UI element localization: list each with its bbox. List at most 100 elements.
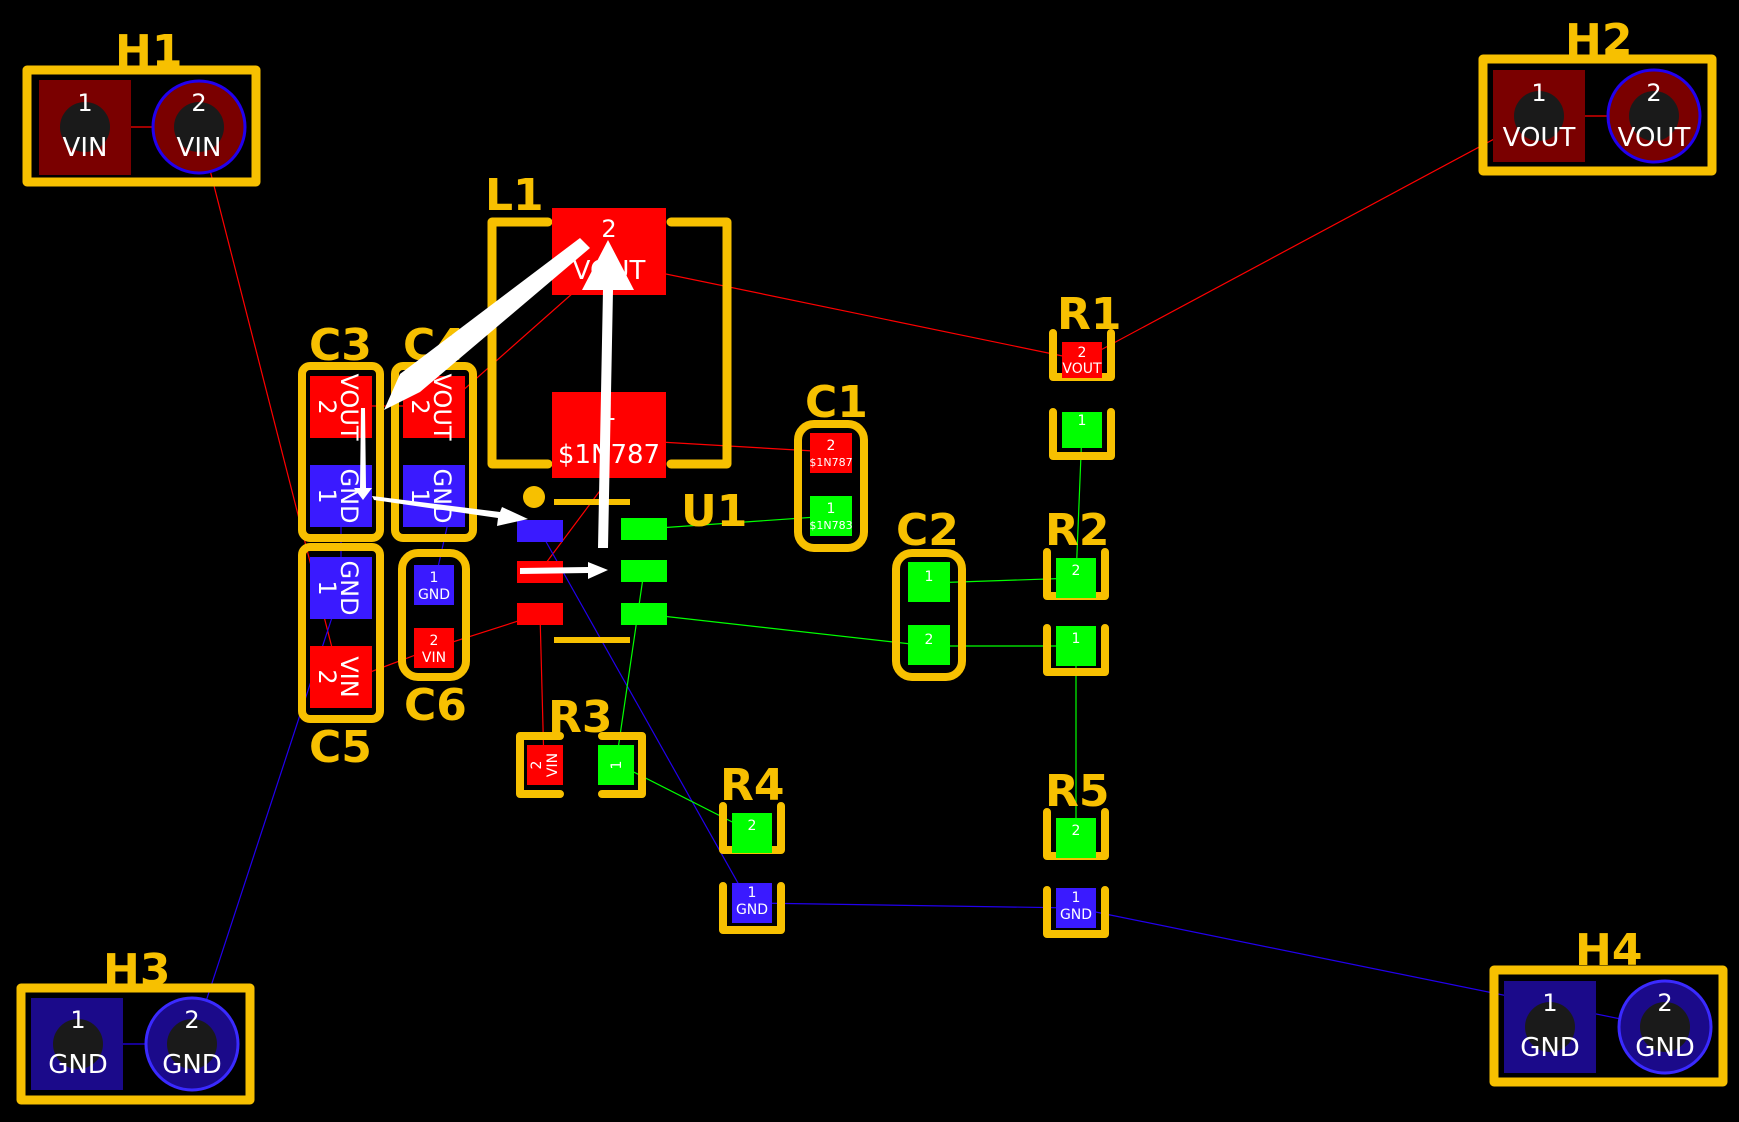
pin-number-h4-1: 1 [1542,989,1557,1017]
capacitor-c1[interactable]: C1 2 $1N787 1 $1N783 [794,377,868,552]
resistor-r3[interactable]: R3 2 VIN 1 [516,692,646,798]
ref-label-c2: C2 [896,505,959,556]
pad-c6-2[interactable] [414,628,454,668]
pad-r4-1[interactable] [732,883,772,923]
ratsnest-vin-u1-l1 [539,479,609,572]
silkscreen-outline-h3 [16,983,255,1105]
pin-number-r4-2: 2 [748,818,757,834]
pin-number-h1-1: 1 [77,89,92,117]
pad-r4-2[interactable] [732,813,772,853]
net-label-h1-1: VIN [63,133,108,163]
pad-u1-3[interactable] [517,603,563,625]
ref-label-l1: L1 [485,170,544,221]
pin-number-r4-1: 1 [748,885,757,901]
resistor-r2[interactable]: R2 2 1 [1043,505,1110,676]
pad-u1-1[interactable] [517,520,563,542]
ratsnest-net-c2-r2-top [928,577,1077,584]
pad-c4-1[interactable] [403,465,465,527]
drill-hole-h3-1 [53,1019,103,1069]
silkscreen-outline-l1-left [487,217,553,469]
pad-r5-1[interactable] [1056,888,1096,928]
net-label-c1-2: $1N787 [809,456,852,469]
pad-r2-1[interactable] [1056,626,1096,666]
silkscreen-outline-l1-right [666,217,732,469]
pad-u1-5[interactable] [621,560,667,582]
ratsnest-gnd-u1-r4 [539,530,753,909]
pin-number-r1-2: 2 [1078,345,1087,361]
connector-h2[interactable]: H2 1 VOUT 2 VOUT [1478,15,1717,176]
ref-label-r4: R4 [720,760,785,811]
pad-c1-2[interactable] [810,433,852,473]
net-label-c4-2: VOUT [428,373,456,440]
silkscreen-bottom-r1 [1049,408,1115,460]
pad-r1-2[interactable] [1062,342,1102,378]
pin-number-r2-2: 2 [1072,563,1081,579]
pad-c6-1[interactable] [414,565,454,605]
ref-label-u1: U1 [681,486,747,537]
pin-number-c5-1: 1 [313,580,341,595]
net-label-c3-1: GND [335,468,363,523]
drill-hole-h2-1 [1514,91,1564,141]
pad-r2-2[interactable] [1056,558,1096,598]
pin-number-c2-1: 1 [925,569,934,585]
silkscreen-right-r3 [598,732,646,798]
pin-number-r5-1: 1 [1072,890,1081,906]
ref-label-c6: C6 [404,680,467,731]
net-label-r1-2: VOUT [1062,361,1102,377]
ref-label-c5: C5 [309,722,372,773]
connector-h3[interactable]: H3 1 GND 2 GND [16,945,255,1105]
net-label-r5-1: GND [1060,907,1092,923]
ic-u1[interactable]: U1 [517,486,747,643]
ratsnest-vin-u1-r3 [539,613,545,766]
silkscreen-bottom-r5 [1043,886,1109,938]
capacitor-c3[interactable]: C3 VOUT 2 GND 1 [298,320,384,542]
resistor-r4[interactable]: R4 2 1 GND [719,760,785,934]
silkscreen-bottom-r4 [719,882,785,934]
pad-c2-1[interactable] [908,562,950,602]
connector-h1[interactable]: H1 1 VIN 2 VIN [22,26,261,187]
pin1-marker-u1 [523,486,545,508]
silkscreen-bottom-r2 [1043,624,1109,676]
pad-c5-2[interactable] [310,646,372,708]
net-label-r4-1: GND [736,902,768,918]
pad-r3-2[interactable] [527,745,563,785]
ratsnest-gnd-r4-r5 [751,902,1077,909]
pad-u1-6[interactable] [621,518,667,540]
net-label-c3-2: VOUT [335,373,363,440]
net-label-h3-1: GND [48,1050,108,1080]
pad-r3-1[interactable] [598,745,634,785]
pin-number-r5-2: 2 [1072,823,1081,839]
net-label-c1-1: $1N783 [809,519,852,532]
pad-r1-1[interactable] [1062,412,1102,448]
resistor-r5[interactable]: R5 2 1 GND [1043,766,1110,938]
capacitor-c6[interactable]: C6 1 GND 2 VIN [398,549,470,731]
arrow-gnd-to-u1 [372,496,528,526]
arrow-l1-to-c3 [384,238,590,410]
net-label-c5-2: VIN [335,656,363,697]
ref-label-r5: R5 [1045,766,1110,817]
net-label-h3-2: GND [162,1050,222,1080]
net-label-c6-2: VIN [422,650,446,666]
pad-c5-1[interactable] [310,557,372,619]
capacitor-c5[interactable]: C5 GND 1 VIN 2 [298,543,384,773]
resistor-r1[interactable]: R1 2 VOUT 1 [1049,289,1122,460]
annotation-arrows [354,238,634,579]
pin-number-c3-2: 2 [313,399,341,414]
net-label-h2-2: VOUT [1618,123,1691,153]
pad-c1-1[interactable] [810,496,852,536]
drill-hole-h4-2 [1640,1002,1690,1052]
pad-c2-2[interactable] [908,625,950,665]
pad-r5-2[interactable] [1056,818,1096,858]
drill-hole-h2-2 [1629,91,1679,141]
capacitor-c2[interactable]: C2 1 2 [892,505,966,681]
connector-h4[interactable]: H4 1 GND 2 GND [1489,925,1728,1087]
drill-hole-h3-2 [167,1019,217,1069]
ratsnest-vout-r1-l1 [607,261,1083,361]
pin-number-c1-2: 2 [827,438,836,454]
ref-label-c1: C1 [805,377,868,428]
ratsnest-net-u1-c2 [643,613,930,647]
pin-number-h2-1: 1 [1531,79,1546,107]
pin-number-r3-1: 1 [609,761,625,770]
pad-u1-4[interactable] [621,603,667,625]
